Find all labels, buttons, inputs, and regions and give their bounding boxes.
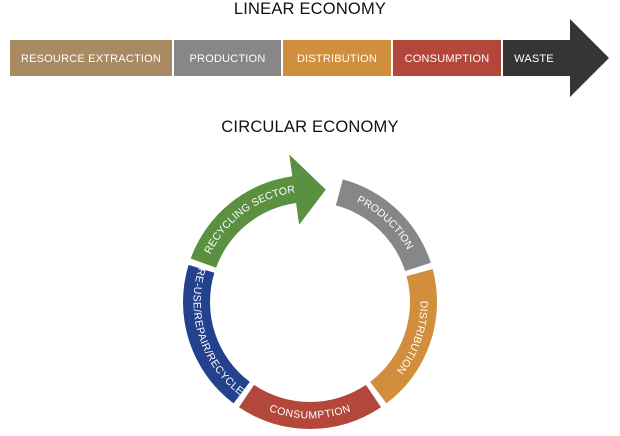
linear-economy-arrow: RESOURCE EXTRACTION PRODUCTION DISTRIBUT… [10, 19, 609, 97]
linear-stage-distribution-box [283, 40, 391, 76]
linear-stage-resource-extraction-box [10, 40, 172, 76]
linear-stage-consumption-box [393, 40, 501, 76]
linear-stage-consumption-label: CONSUMPTION [405, 53, 490, 65]
ring-stage-distribution: DISTRIBUTION [370, 269, 437, 404]
linear-stage-resource-extraction-label: RESOURCE EXTRACTION [21, 53, 161, 65]
linear-stage-waste: WASTE [503, 19, 609, 97]
linear-stage-production-label: PRODUCTION [190, 53, 266, 65]
ring-stage-reuse-repair-recycle-arc [183, 264, 250, 404]
ring-stage-distribution-arc [370, 269, 437, 404]
linear-stage-consumption: CONSUMPTION [393, 40, 501, 76]
ring-stage-consumption-arc [238, 384, 382, 430]
linear-stage-waste-arrowhead [503, 19, 609, 97]
linear-stage-resource-extraction: RESOURCE EXTRACTION [10, 40, 172, 76]
ring-stage-recycling-sector: RECYCLING SECTOR [190, 154, 326, 268]
ring-stage-reuse-repair-recycle: RE-USE/REPAIR/RECYCLE [183, 264, 250, 404]
ring-stage-production: PRODUCTION [335, 179, 431, 272]
circular-economy-title: CIRCULAR ECONOMY [221, 118, 399, 136]
linear-economy-title: LINEAR ECONOMY [233, 0, 387, 18]
linear-stage-production: PRODUCTION [174, 40, 281, 76]
ring-stage-consumption: CONSUMPTION [238, 384, 382, 430]
ring-stage-recycling-sector-arrow [190, 154, 326, 268]
linear-stage-production-box [174, 40, 281, 76]
linear-stage-distribution-label: DISTRIBUTION [297, 53, 377, 65]
ring-stage-production-arc [335, 179, 431, 272]
linear-stage-distribution: DISTRIBUTION [283, 40, 391, 76]
linear-stage-waste-label: WASTE [514, 53, 554, 65]
